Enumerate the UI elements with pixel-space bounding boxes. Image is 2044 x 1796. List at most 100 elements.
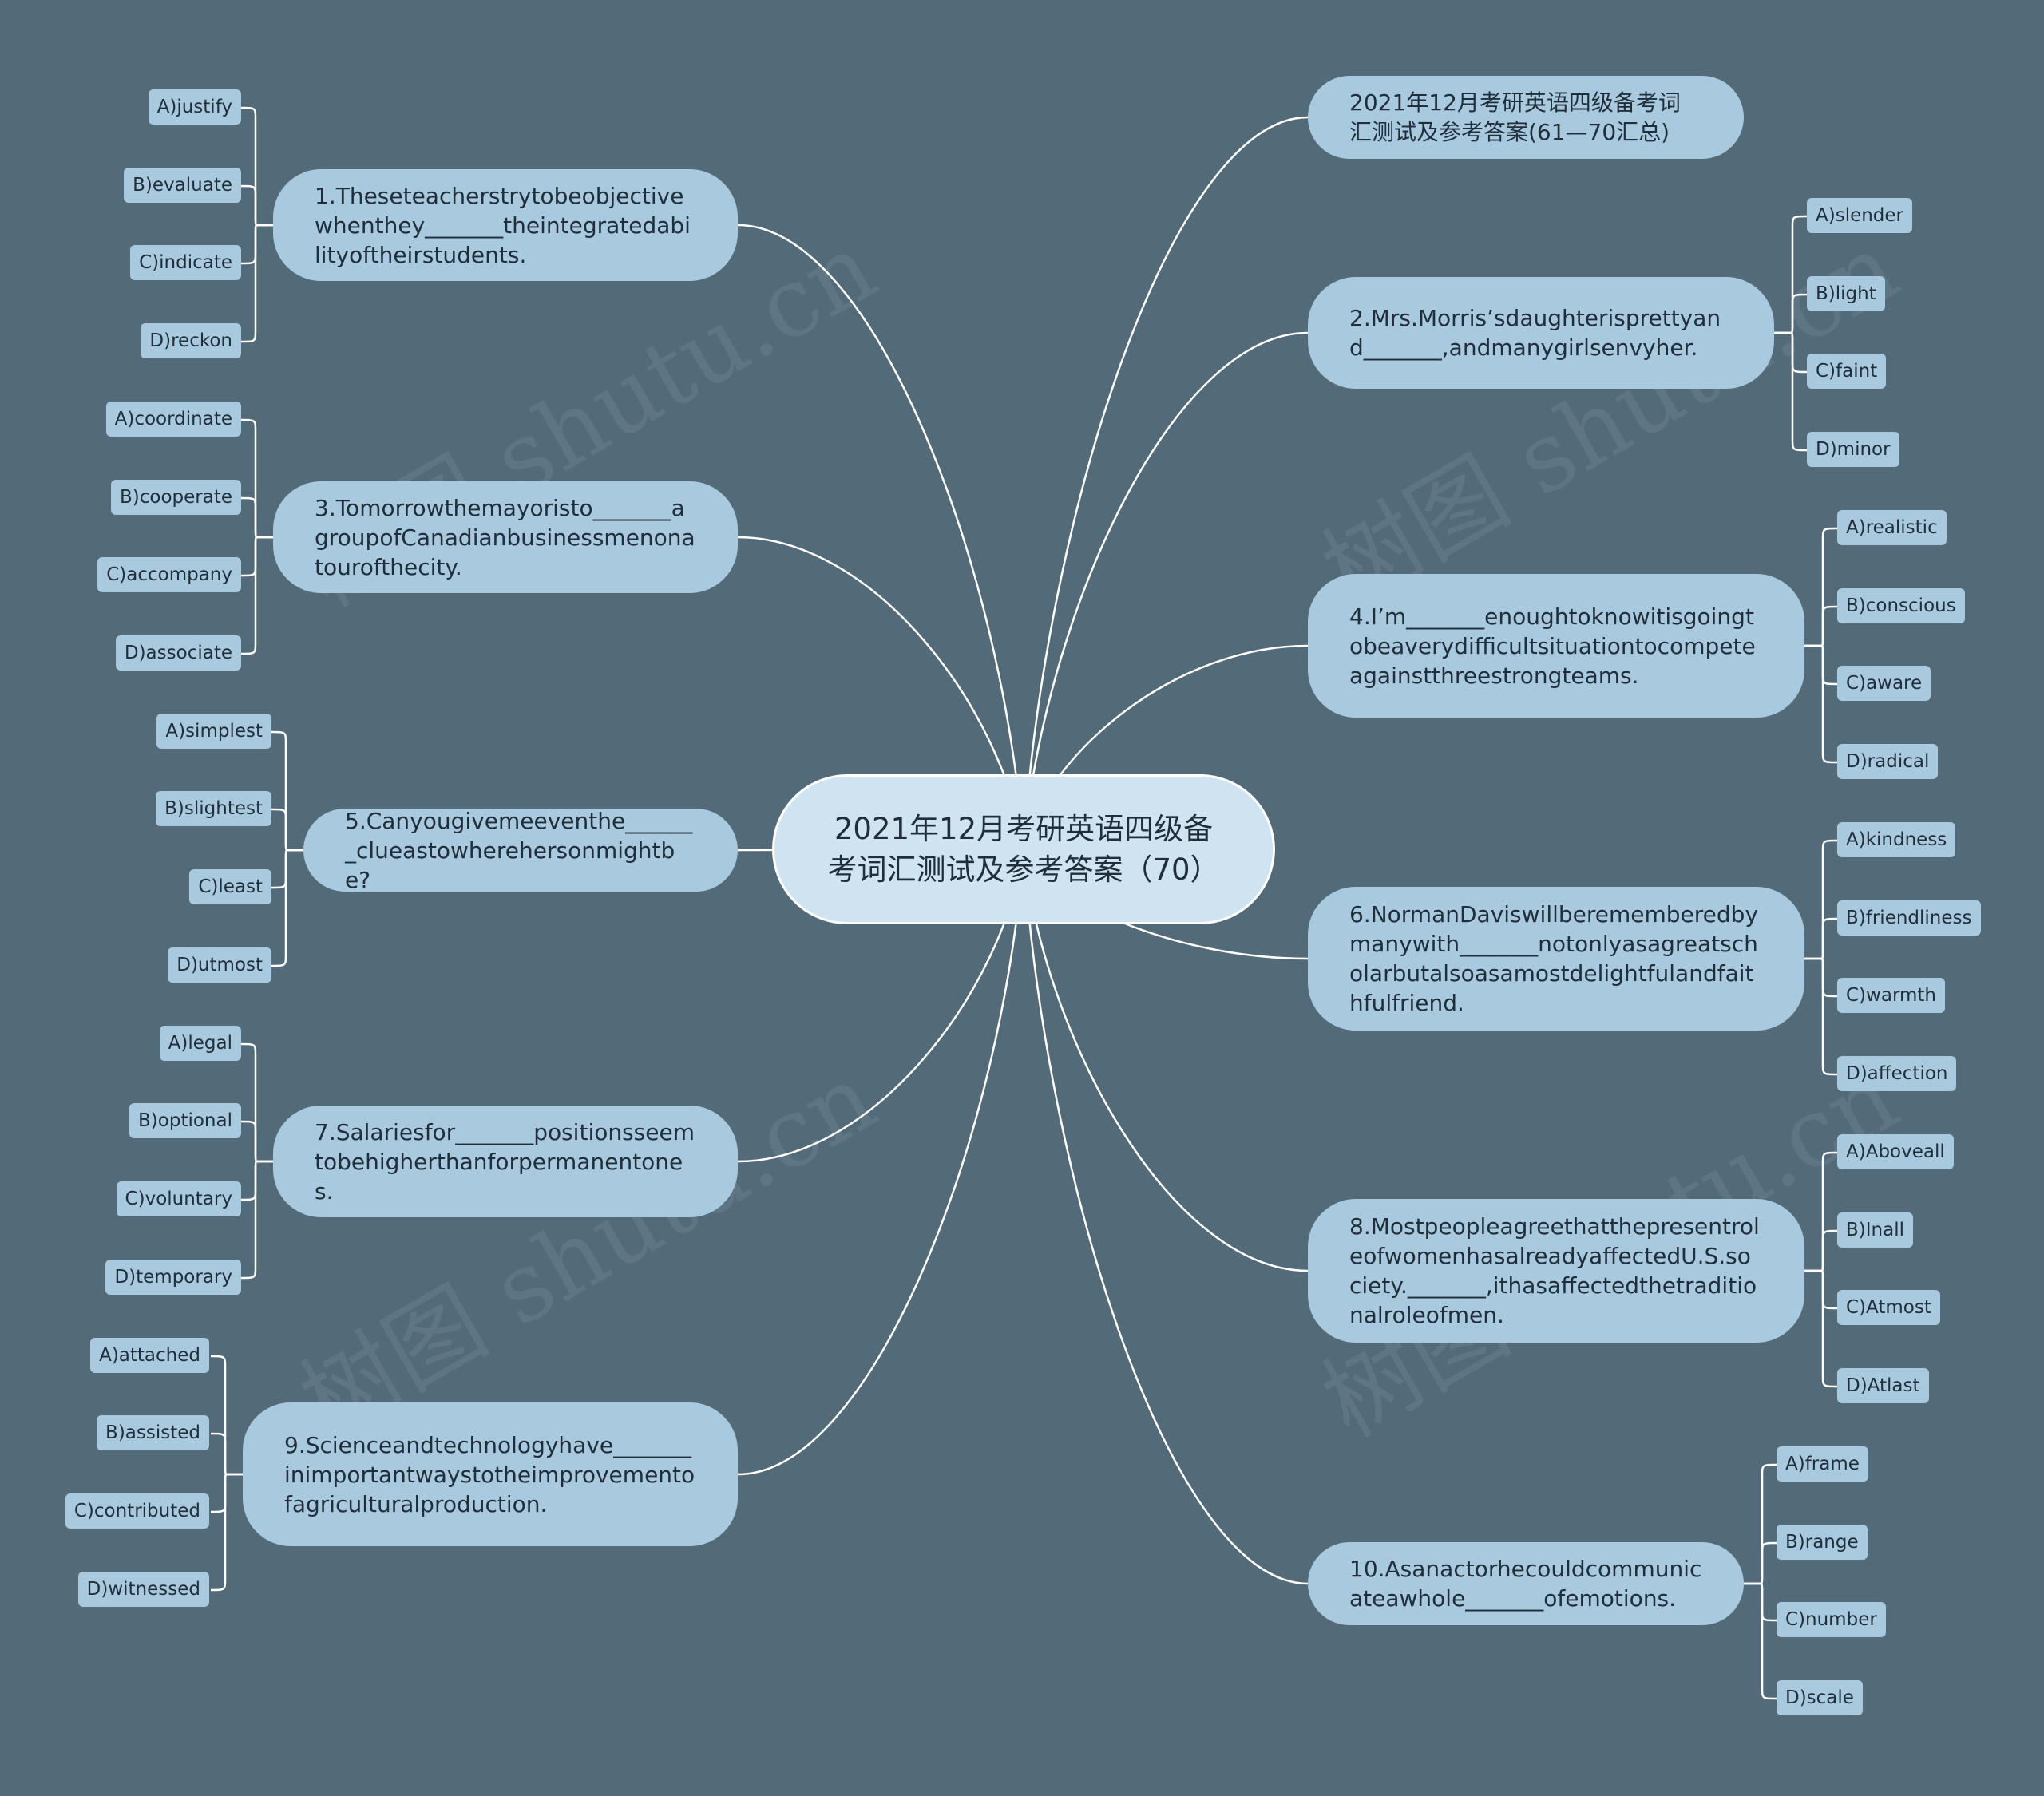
topic-label: 4.I’m_______enoughtoknowitisgoingtobeave… bbox=[1349, 603, 1756, 689]
connector-line bbox=[240, 536, 273, 577]
option-leaf[interactable]: D)reckon bbox=[141, 323, 241, 358]
connector-line bbox=[271, 849, 303, 967]
option-leaf[interactable]: A)justify bbox=[148, 89, 241, 125]
connector-line bbox=[1744, 1463, 1777, 1585]
option-leaf[interactable]: C)indicate bbox=[130, 245, 241, 280]
topic-label: 6.NormanDaviswillberememberedbymanywith_… bbox=[1349, 901, 1759, 1016]
connector-line bbox=[271, 849, 303, 889]
topic-node-2[interactable]: 2.Mrs.Morris’sdaughterisprettyand_______… bbox=[1308, 277, 1774, 389]
connector-line bbox=[240, 1160, 273, 1280]
option-leaf[interactable]: A)Aboveall bbox=[1837, 1134, 1954, 1169]
connector-line bbox=[1744, 1582, 1777, 1622]
topic-label: 2.Mrs.Morris’sdaughterisprettyand_______… bbox=[1349, 305, 1721, 361]
connector-line bbox=[1022, 849, 1309, 1585]
option-leaf[interactable]: B)friendliness bbox=[1837, 900, 1981, 936]
connector-line bbox=[1804, 1229, 1838, 1272]
topic-node-3[interactable]: 3.Tomorrowthemayoristo_______agroupofCan… bbox=[273, 481, 738, 593]
connector-line bbox=[1774, 331, 1808, 374]
topic-node-6[interactable]: 6.NormanDaviswillberememberedbymanywith_… bbox=[1308, 887, 1804, 1031]
option-leaf[interactable]: A)legal bbox=[159, 1026, 241, 1061]
connector-line bbox=[1774, 293, 1808, 334]
option-leaf[interactable]: B)slightest bbox=[156, 791, 271, 826]
topic-node-1[interactable]: 1.Theseteacherstrytobeobjectivewhenthey_… bbox=[273, 169, 738, 281]
option-leaf[interactable]: A)slender bbox=[1807, 198, 1913, 233]
option-leaf[interactable]: A)simplest bbox=[156, 714, 271, 749]
connector-line bbox=[271, 808, 303, 852]
topic-node-10[interactable]: 10.Asanactorhecouldcommunicateawhole____… bbox=[1308, 1542, 1744, 1625]
topic-node-7[interactable]: 7.Salariesfor_______positionsseemtobehig… bbox=[273, 1106, 738, 1217]
connector-line bbox=[1804, 1269, 1838, 1388]
option-leaf[interactable]: C)contributed bbox=[65, 1493, 209, 1529]
connector-line bbox=[1804, 644, 1838, 686]
connector-line bbox=[1022, 116, 1309, 850]
option-leaf[interactable]: B)range bbox=[1777, 1525, 1868, 1560]
option-leaf[interactable]: B)Inall bbox=[1837, 1212, 1913, 1248]
connector-line bbox=[240, 496, 273, 539]
topic-label: 8.Mostpeopleagreethatthepresentroleofwom… bbox=[1349, 1213, 1760, 1328]
option-leaf[interactable]: C)number bbox=[1777, 1602, 1886, 1637]
option-leaf[interactable]: C)faint bbox=[1807, 354, 1887, 389]
connector-line bbox=[210, 1473, 243, 1592]
option-leaf[interactable]: C)warmth bbox=[1837, 978, 1945, 1013]
connector-line bbox=[240, 536, 273, 655]
option-leaf[interactable]: D)scale bbox=[1777, 1680, 1863, 1715]
option-leaf[interactable]: C)accompany bbox=[97, 557, 241, 592]
option-leaf[interactable]: D)utmost bbox=[168, 947, 271, 983]
option-leaf[interactable]: B)conscious bbox=[1837, 588, 1965, 623]
option-leaf[interactable]: C)Atmost bbox=[1837, 1290, 1940, 1325]
connector-line bbox=[1804, 957, 1838, 1076]
topic-label: 9.Scienceandtechnologyhave_______inimpor… bbox=[284, 1431, 695, 1517]
connector-line bbox=[240, 184, 273, 227]
topic-node-summary[interactable]: 2021年12月考研英语四级备考词汇测试及参考答案(61—70汇总) bbox=[1308, 76, 1744, 159]
connector-line bbox=[1774, 331, 1808, 452]
connector-line bbox=[1804, 839, 1838, 960]
option-leaf[interactable]: B)evaluate bbox=[124, 168, 241, 203]
connector-line bbox=[1022, 849, 1309, 1272]
option-leaf[interactable]: A)frame bbox=[1777, 1446, 1868, 1482]
central-topic-label: 2021年12月考研英语四级备考词汇测试及参考答案（70） bbox=[827, 812, 1220, 887]
option-leaf[interactable]: D)minor bbox=[1807, 432, 1899, 467]
connector-line bbox=[1804, 957, 1838, 998]
connector-line bbox=[1804, 917, 1838, 960]
topic-node-4[interactable]: 4.I’m_______enoughtoknowitisgoingtobeave… bbox=[1308, 574, 1804, 718]
topic-label: 5.Canyougivemeeventhe_______clueastowher… bbox=[345, 807, 693, 893]
topic-label: 2021年12月考研英语四级备考词汇测试及参考答案(61—70汇总) bbox=[1349, 89, 1681, 145]
option-leaf[interactable]: C)aware bbox=[1837, 666, 1931, 701]
option-leaf[interactable]: D)affection bbox=[1837, 1056, 1957, 1091]
option-leaf[interactable]: A)realistic bbox=[1837, 510, 1947, 545]
connector-line bbox=[210, 1473, 243, 1513]
option-leaf[interactable]: D)temporary bbox=[105, 1260, 241, 1295]
option-leaf[interactable]: C)voluntary bbox=[116, 1181, 241, 1216]
topic-label: 3.Tomorrowthemayoristo_______agroupofCan… bbox=[315, 494, 695, 580]
connector-line bbox=[1744, 1541, 1777, 1585]
topic-node-5[interactable]: 5.Canyougivemeeventhe_______clueastowher… bbox=[303, 807, 738, 893]
connector-line bbox=[1022, 331, 1309, 850]
topic-label: 10.Asanactorhecouldcommunicateawhole____… bbox=[1349, 1556, 1702, 1612]
central-topic[interactable]: 2021年12月考研英语四级备考词汇测试及参考答案（70） bbox=[772, 774, 1275, 924]
option-leaf[interactable]: D)Atlast bbox=[1837, 1368, 1929, 1403]
connector-line bbox=[1744, 1582, 1777, 1700]
option-leaf[interactable]: B)assisted bbox=[97, 1415, 209, 1450]
connector-line bbox=[240, 224, 273, 343]
topic-node-9[interactable]: 9.Scienceandtechnologyhave_______inimpor… bbox=[243, 1402, 738, 1546]
option-leaf[interactable]: D)radical bbox=[1837, 744, 1939, 779]
option-leaf[interactable]: B)light bbox=[1807, 276, 1885, 311]
connector-line bbox=[737, 849, 1025, 1476]
connector-line bbox=[240, 1042, 273, 1163]
option-leaf[interactable]: D)witnessed bbox=[77, 1572, 209, 1607]
option-leaf[interactable]: B)optional bbox=[129, 1103, 241, 1138]
topic-label: 7.Salariesfor_______positionsseemtobehig… bbox=[315, 1118, 695, 1205]
option-leaf[interactable]: A)coordinate bbox=[105, 402, 241, 437]
connector-line bbox=[240, 106, 273, 227]
option-leaf[interactable]: A)attached bbox=[90, 1338, 209, 1373]
connector-line bbox=[271, 730, 303, 852]
option-leaf[interactable]: D)associate bbox=[115, 635, 241, 671]
connector-line bbox=[240, 1120, 273, 1163]
connector-line bbox=[737, 224, 1025, 850]
option-leaf[interactable]: A)kindness bbox=[1837, 822, 1956, 857]
option-leaf[interactable]: B)cooperate bbox=[110, 480, 241, 515]
option-leaf[interactable]: C)least bbox=[189, 869, 271, 904]
topic-node-8[interactable]: 8.Mostpeopleagreethatthepresentroleofwom… bbox=[1308, 1199, 1804, 1343]
